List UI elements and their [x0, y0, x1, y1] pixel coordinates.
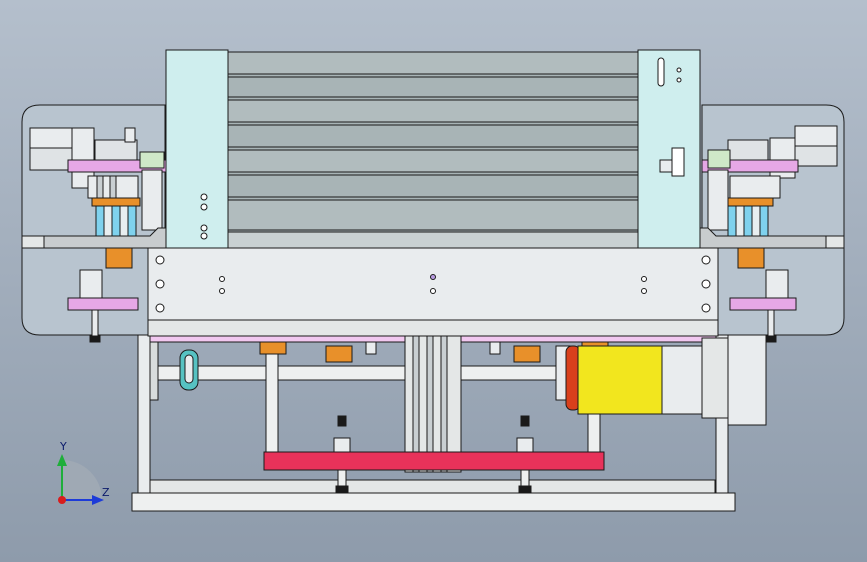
- right-bushing-top: [724, 197, 774, 207]
- right-bushing-middle: [737, 247, 765, 269]
- crimson-cross-bar: [263, 415, 605, 493]
- motor: [555, 337, 729, 419]
- right-vertical-plate: [637, 49, 701, 249]
- base-frame: [131, 334, 767, 512]
- triad-z-label: Z: [102, 486, 110, 499]
- left-guide-rod: [265, 353, 279, 455]
- coordinate-triad: [57, 454, 104, 505]
- horizontal-shaft: [157, 365, 579, 381]
- right-lower-magenta-block: [729, 297, 797, 311]
- left-lower-magenta-block: [67, 297, 139, 311]
- right-side-housing: [695, 104, 845, 343]
- main-cross-plate: [147, 247, 719, 343]
- left-vertical-plate: [165, 49, 229, 249]
- lower-shaft-assembly: [157, 335, 609, 473]
- top-slat-cover: [227, 51, 639, 249]
- left-bushing-middle: [105, 247, 133, 269]
- left-side-housing: [21, 104, 171, 343]
- triad-y-label: Y: [60, 440, 67, 453]
- left-bushing-top: [91, 197, 141, 207]
